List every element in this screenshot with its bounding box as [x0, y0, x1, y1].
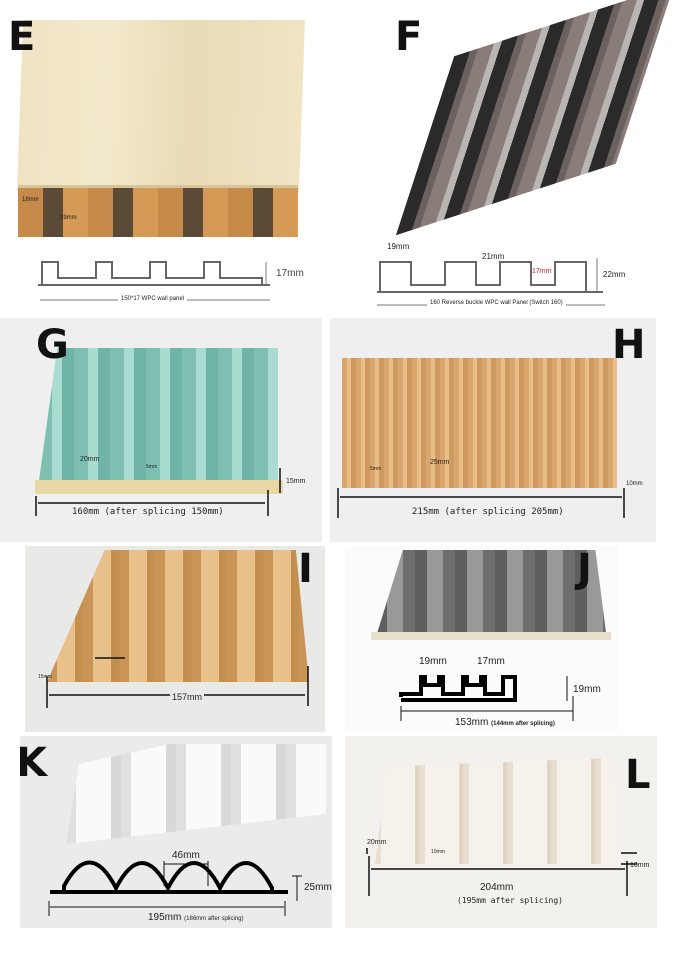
panel-f: 19mm 21mm 17mm 22mm 160 Reverse buckle W… — [335, 0, 679, 312]
panel-k-caption-note: (186mm after splicing) — [184, 916, 244, 922]
panel-j-caption-main: 153mm — [455, 717, 489, 728]
panel-f-caption: 160 Reverse buckle WPC wall Panel (Switc… — [427, 300, 566, 306]
panel-g-photo — [38, 348, 278, 488]
panel-g-dims — [35, 468, 281, 516]
panel-i-caption: 157mm — [170, 692, 205, 702]
panel-j-letter: J — [577, 546, 592, 592]
panel-e: 18mm 19mm 17mm 150*17 WPC wall panel E — [0, 0, 330, 312]
panel-f-diagram — [377, 258, 605, 306]
panel-j-diagram — [399, 675, 574, 721]
panel-l-caption-note: (195mm after splicing) — [457, 896, 563, 905]
panel-g-edge — [35, 480, 283, 494]
panel-j-width-label-1: 19mm — [419, 656, 447, 667]
panel-l-width-label: 20mm — [367, 839, 387, 846]
panel-f-width-label-1: 19mm — [387, 242, 410, 251]
panel-f-letter: F — [395, 14, 423, 60]
panel-l-photo — [375, 758, 623, 864]
panel-e-height-label: 17mm — [276, 268, 304, 279]
panel-j-width-label-2: 17mm — [477, 656, 505, 667]
panel-j-edge — [371, 632, 611, 640]
panel-l-height-label: 10mm — [630, 862, 650, 869]
panel-h-photo — [342, 358, 617, 488]
panel-h-height-label: 10mm — [626, 481, 643, 487]
panel-i-height-label: 15mm — [38, 674, 52, 680]
panel-e-letter: E — [8, 14, 36, 60]
panel-h: 25mm 5mm 10mm 215mm (after splicing 205m… — [330, 318, 656, 542]
panel-j-height-label: 19mm — [573, 684, 601, 695]
panel-l-dims — [366, 848, 637, 896]
panel-f-inner-label: 17mm — [532, 268, 552, 275]
panel-l-caption: 204mm — [480, 882, 514, 893]
panel-k-diagram — [48, 860, 302, 916]
panel-k: 46mm 25mm 195mm (186mm after splicing) K — [20, 736, 332, 928]
panel-k-width-label: 46mm — [172, 850, 200, 861]
panel-h-width-label: 25mm — [430, 459, 450, 466]
panel-e-label-18: 18mm — [22, 197, 39, 203]
panel-g-height-label: 15mm — [286, 478, 306, 485]
panel-e-diagram — [38, 261, 270, 301]
panel-l-gap-label: 10mm — [431, 849, 445, 855]
panel-i-dims — [46, 657, 309, 708]
panel-h-gap-label: 5mm — [370, 466, 382, 472]
panel-h-letter: H — [612, 322, 646, 368]
panel-j-photo — [375, 550, 607, 640]
panel-e-label-19: 19mm — [60, 215, 77, 221]
panel-g-gap-label: 5mm — [146, 464, 158, 470]
panel-g-letter: G — [36, 322, 69, 368]
panel-f-width-label-2: 21mm — [482, 252, 505, 261]
panel-h-dims — [337, 488, 625, 518]
panel-k-caption-main: 195mm — [148, 912, 182, 923]
panel-j: 19mm 17mm 19mm 153mm (144mm after splici… — [345, 546, 618, 732]
panel-g-caption: 160mm (after splicing 150mm) — [72, 507, 224, 517]
panel-l-letter: L — [625, 752, 651, 798]
panel-k-height-label: 25mm — [304, 882, 332, 893]
panel-i-letter: I — [298, 546, 313, 592]
panel-l: 20mm 10mm 10mm 204mm (195mm after splici… — [345, 736, 657, 928]
panel-g-width-label: 20mm — [80, 456, 100, 463]
panel-e-caption: 150*17 WPC wall panel — [118, 296, 188, 302]
panel-j-caption: 153mm (144mm after splicing) — [455, 717, 555, 728]
panel-g: 20mm 5mm 15mm 160mm (after splicing 150m… — [0, 318, 322, 542]
panel-h-caption: 215mm (after splicing 205mm) — [412, 507, 564, 517]
panel-i: 15mm 157mm I — [25, 546, 325, 732]
panel-f-height-label: 22mm — [603, 270, 626, 279]
panel-k-caption: 195mm (186mm after splicing) — [148, 912, 244, 923]
panel-k-letter: K — [20, 740, 47, 786]
panel-e-profile-photo — [18, 185, 298, 237]
panel-j-caption-note: (144mm after splicing) — [491, 721, 555, 727]
